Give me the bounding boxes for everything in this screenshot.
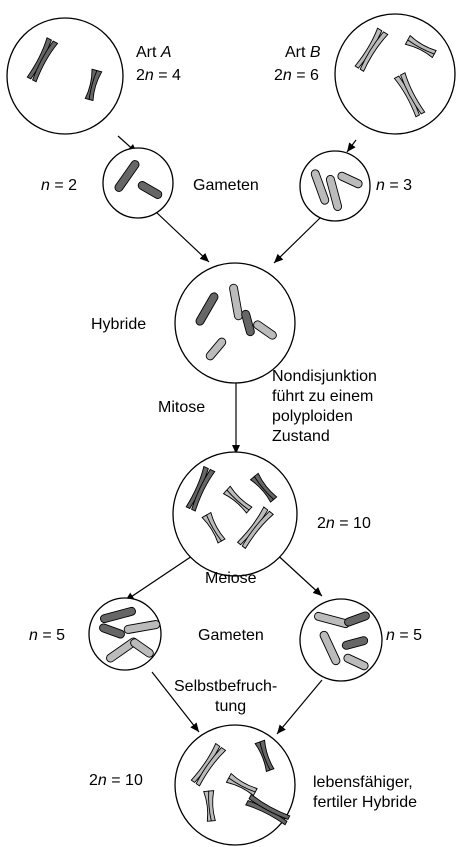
label-selbstbefruchtung-line1: Selbstbefruch- [174,678,277,695]
label-gamete2-left-count: n = 5 [29,627,65,644]
arrow-gamete-a-to-hybrid [156,212,209,262]
label-gameten-top: Gameten [193,177,259,194]
cell-fertile-hybrid [175,725,295,845]
label-selbstbefruchtung-line2: tung [215,698,246,715]
cell-gamete-right-bottom [300,599,382,681]
label-nondisjunction-line1: Nondisjunktion [272,368,377,385]
label-gamete-b-count: n = 3 [376,177,412,194]
cell-gamete-b [300,151,370,221]
label-art-a: Art A [136,44,172,61]
label-final-count: 2n = 10 [89,772,143,789]
label-gameten-bottom: Gameten [198,627,264,644]
label-nondisjunction-line4: Zustand [272,428,330,445]
label-mitose: Mitose [158,399,205,416]
label-art-b-ploidy: 2n = 6 [274,67,319,84]
label-fertile-line2: fertiler Hybride [313,794,417,811]
label-art-b: Art B [285,44,321,61]
label-gamete-a-count: n = 2 [41,177,77,194]
cell-art-a [7,18,123,134]
cell-hybrid [175,263,295,383]
label-nondisjunction-line3: polyploiden [272,408,353,425]
arrow-art-b-to-gamete [347,140,356,152]
cell-art-b [335,14,455,134]
arrow-gamete-right-to-final [277,680,322,734]
arrow-gamete-b-to-hybrid [274,218,320,263]
cell-gamete-a [103,148,173,218]
label-art-a-ploidy: 2n = 4 [136,67,181,84]
cell-polyploid [173,452,297,576]
label-gamete2-right-count: n = 5 [386,627,422,644]
label-nondisjunction-line2: führt zu einem [272,388,373,405]
label-polyploid-count: 2n = 10 [317,515,371,532]
label-hybride: Hybride [91,316,146,333]
cell-gamete-left-bottom [89,598,161,670]
label-fertile-line1: lebensfähiger, [313,774,413,791]
label-meiose: Meiose [205,570,257,587]
